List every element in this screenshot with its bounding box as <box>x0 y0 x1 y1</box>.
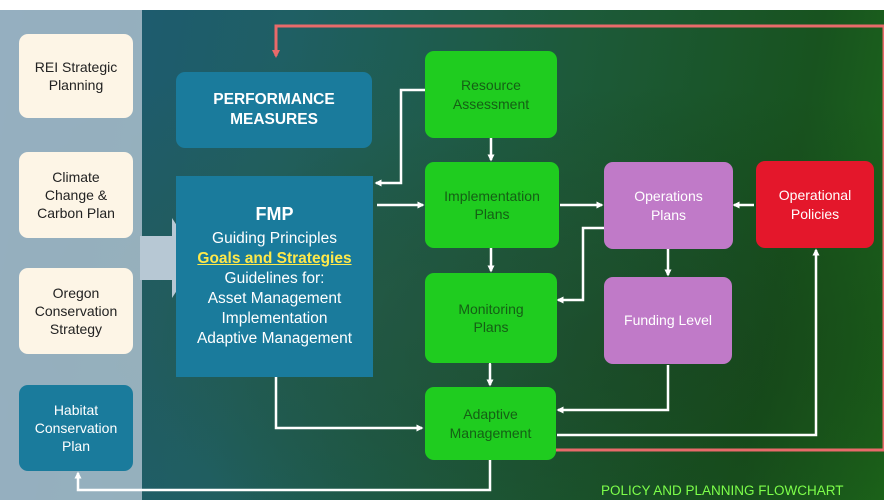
adaptive-to-policies-connector <box>557 248 820 437</box>
funding-to-adaptive-connector <box>556 365 670 414</box>
implementation-plans-box: Implementation Plans <box>425 162 559 248</box>
monitoring-plans-box: Monitoring Plans <box>425 273 557 363</box>
fmp-box: FMP Guiding Principles Goals and Strateg… <box>176 176 373 377</box>
habitat-conservation-plan-box: Habitat Conservation Plan <box>19 385 133 471</box>
fmp-title: FMP <box>255 204 294 225</box>
operations-plans-box: Operations Plans <box>604 162 733 249</box>
operations-to-monitoring-connector <box>556 226 604 304</box>
funding-level-box: Funding Level <box>604 277 732 364</box>
fmp-to-adaptive-connector <box>274 377 424 432</box>
fmp-guidelines-for: Guidelines for: <box>224 270 325 288</box>
climate-change-carbon-plan-box: Climate Change & Carbon Plan <box>19 152 133 238</box>
resource-assessment-box: Resource Assessment <box>425 51 557 138</box>
oregon-conservation-strategy-box: Oregon Conservation Strategy <box>19 268 133 354</box>
performance-measures-box: PERFORMANCE MEASURES <box>176 72 372 148</box>
operational-policies-box: Operational Policies <box>756 161 874 248</box>
fmp-goals-and-strategies: Goals and Strategies <box>197 249 352 267</box>
fmp-implementation: Implementation <box>221 310 328 328</box>
fmp-asset-management: Asset Management <box>207 290 342 308</box>
feedback-loop-line <box>272 24 884 452</box>
rei-strategic-planning-box: REI Strategic Planning <box>19 34 133 118</box>
fmp-adaptive-management: Adaptive Management <box>196 330 353 348</box>
adaptive-management-box: Adaptive Management <box>425 387 556 460</box>
adaptive-to-habitat-connector <box>74 460 492 492</box>
fmp-guiding-principles: Guiding Principles <box>212 229 337 247</box>
resource-to-fmp-connector <box>374 88 425 187</box>
flowchart-footer-title: POLICY AND PLANNING FLOWCHART <box>601 483 844 498</box>
